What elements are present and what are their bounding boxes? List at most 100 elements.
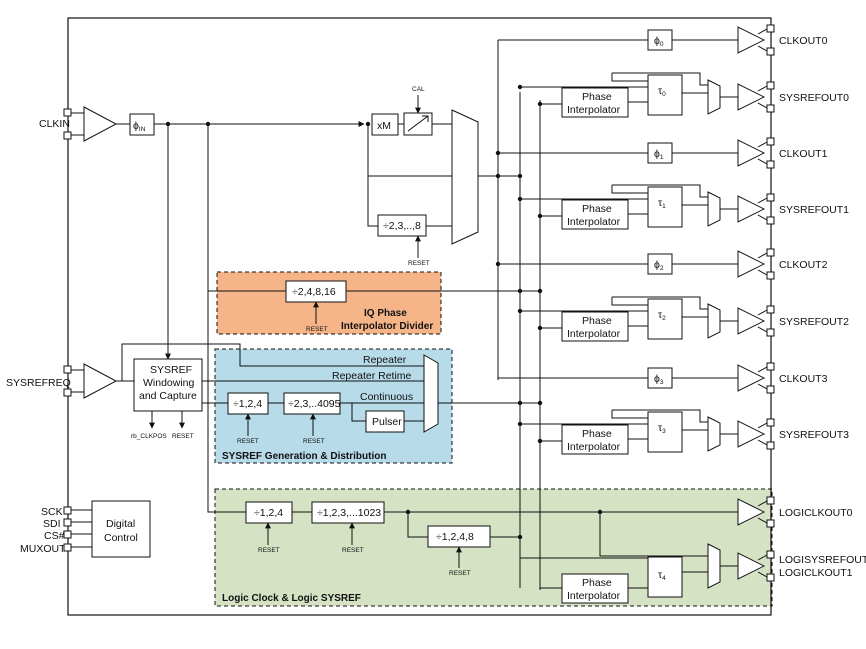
logic-div1-text: ÷1,2,4 bbox=[254, 507, 283, 519]
sysrefout2-pin-n[interactable] bbox=[766, 328, 775, 337]
sysrefout3-buffer bbox=[737, 420, 766, 448]
sysrefout1-label: SYSREFOUT1 bbox=[779, 204, 849, 216]
sysrefout3-pin-p[interactable] bbox=[766, 418, 775, 427]
sysrefout0-label: SYSREFOUT0 bbox=[779, 92, 849, 104]
sysrefout1-pi-line1: Phase bbox=[582, 203, 612, 215]
sysrefout0-pi-line2: Interpolator bbox=[567, 104, 621, 116]
sysrefreq-label: SYSREFREQ bbox=[6, 377, 71, 389]
iq-label-line1: IQ Phase bbox=[364, 308, 407, 319]
logisysrefout-pin-p[interactable] bbox=[766, 550, 775, 559]
clkin-pin-p[interactable] bbox=[63, 108, 72, 117]
sysref-div2-reset: RESET bbox=[303, 438, 325, 445]
iq-divider-text: ÷2,4,8,16 bbox=[292, 286, 336, 298]
sck-pin[interactable] bbox=[63, 506, 72, 515]
clkout1-buffer bbox=[737, 139, 766, 167]
logiclkout0-pin-p[interactable] bbox=[766, 496, 775, 505]
muxout-pin[interactable] bbox=[63, 543, 72, 552]
sysrefout0-pin-n[interactable] bbox=[766, 104, 775, 113]
logic-div2-text: ÷1,2,3,...1023 bbox=[317, 507, 381, 519]
logisysrefout-buffer bbox=[737, 552, 766, 580]
phi-in-label: ϕIN bbox=[133, 120, 146, 133]
sysrefout0-pi-line1: Phase bbox=[582, 91, 612, 103]
clkin-pin-n[interactable] bbox=[63, 131, 72, 140]
clkout0-pin-p[interactable] bbox=[766, 24, 775, 33]
chip-outline bbox=[67, 17, 772, 616]
pulser-text: Pulser bbox=[372, 416, 402, 428]
sysrefout3-label: SYSREFOUT3 bbox=[779, 429, 849, 441]
sysrefout2-label: SYSREFOUT2 bbox=[779, 316, 849, 328]
sysrefreq-pin-p[interactable] bbox=[63, 365, 72, 374]
sdi-pin[interactable] bbox=[63, 518, 72, 527]
sysrefout1-pin-p[interactable] bbox=[766, 193, 775, 202]
sysrefout0-pin-p[interactable] bbox=[766, 81, 775, 90]
sysrefout3-pi-line1: Phase bbox=[582, 428, 612, 440]
sysrefout0-tau-label: τ0 bbox=[658, 85, 666, 98]
sysref-win-line2: Windowing bbox=[143, 377, 195, 389]
sysrefout1-pin-n[interactable] bbox=[766, 216, 775, 225]
cs-pin[interactable] bbox=[63, 530, 72, 539]
repeater-label: Repeater bbox=[363, 354, 407, 366]
clkout3-buffer bbox=[737, 364, 766, 392]
clock-mux bbox=[451, 109, 479, 245]
sysref-div1-text: ÷1,2,4 bbox=[233, 398, 262, 410]
sysref-win-line1: SYSREF bbox=[150, 364, 192, 376]
clkout3-pin-n[interactable] bbox=[766, 385, 775, 394]
sysrefout2-pin-p[interactable] bbox=[766, 305, 775, 314]
clkout3-phase-label: ϕ3 bbox=[654, 373, 664, 386]
sysrefout2-pi-line2: Interpolator bbox=[567, 328, 621, 340]
sysref-div2-text: ÷2,3,..4095 bbox=[288, 398, 341, 410]
sysrefout2-pi-line1: Phase bbox=[582, 315, 612, 327]
sysrefout3-pin-n[interactable] bbox=[766, 441, 775, 450]
sysref-region-label: SYSREF Generation & Distribution bbox=[222, 451, 386, 462]
logisysrefout-label-2: LOGICLKOUT1 bbox=[779, 567, 853, 579]
logic-pi-line2: Interpolator bbox=[567, 590, 621, 602]
sysrefreq-pin-n[interactable] bbox=[63, 388, 72, 397]
iq-divider-reset: RESET bbox=[306, 326, 328, 333]
sysrefout0-phase-interpolator bbox=[561, 87, 629, 118]
rb-clkpos-label: rb_CLKPOS bbox=[131, 433, 167, 440]
logisysrefout-label-1: LOGISYSREFOUT / bbox=[779, 554, 866, 566]
sysrefout3-pi-line2: Interpolator bbox=[567, 441, 621, 453]
logic-tau-block bbox=[647, 556, 683, 598]
vco-divider-reset: RESET bbox=[408, 260, 430, 267]
sysrefout2-tau-block bbox=[647, 298, 683, 340]
clkout0-pin-n[interactable] bbox=[766, 47, 775, 56]
clkout3-pin-p[interactable] bbox=[766, 362, 775, 371]
logisysrefout-pin-n[interactable] bbox=[766, 573, 775, 582]
sysrefout0-buffer bbox=[737, 83, 766, 111]
clkout1-phase-label: ϕ1 bbox=[654, 148, 664, 161]
clkout3-label: CLKOUT3 bbox=[779, 373, 828, 385]
clkout2-pin-n[interactable] bbox=[766, 271, 775, 280]
logic-clock-region bbox=[214, 488, 773, 607]
digital-control-line1: Digital bbox=[106, 518, 135, 530]
sysrefout0-tau-block bbox=[647, 74, 683, 116]
clkin-buffer bbox=[83, 106, 118, 142]
digital-control-block bbox=[91, 500, 151, 558]
clkout1-pin-p[interactable] bbox=[766, 137, 775, 146]
xm-label: xM bbox=[377, 120, 391, 132]
logic-div3-reset: RESET bbox=[449, 570, 471, 577]
sysrefout0-mux bbox=[707, 79, 721, 115]
logic-div1-reset: RESET bbox=[258, 547, 280, 554]
sysrefout1-pi-line2: Interpolator bbox=[567, 216, 621, 228]
sysref-win-line3: and Capture bbox=[139, 390, 197, 402]
sysrefout3-phase-interpolator bbox=[561, 424, 629, 455]
sck-label: SCK bbox=[41, 506, 63, 518]
sysrefout1-tau-block bbox=[647, 186, 683, 228]
logiclkout0-label: LOGICLKOUT0 bbox=[779, 507, 853, 519]
clkout2-pin-p[interactable] bbox=[766, 248, 775, 257]
logiclkout0-pin-n[interactable] bbox=[766, 519, 775, 528]
continuous-label: Continuous bbox=[360, 391, 413, 403]
logic-region-label: Logic Clock & Logic SYSREF bbox=[222, 593, 361, 604]
clkout1-pin-n[interactable] bbox=[766, 160, 775, 169]
clkout0-buffer bbox=[737, 26, 766, 54]
muxout-label: MUXOUT bbox=[20, 543, 66, 555]
clkout2-phase-label: ϕ2 bbox=[654, 259, 664, 272]
sysrefout3-tau-block bbox=[647, 411, 683, 453]
clkout2-label: CLKOUT2 bbox=[779, 259, 828, 271]
sdi-label: SDI bbox=[43, 518, 61, 530]
sysref-div1-reset: RESET bbox=[237, 438, 259, 445]
sysrefout3-tau-label: τ3 bbox=[658, 422, 666, 435]
